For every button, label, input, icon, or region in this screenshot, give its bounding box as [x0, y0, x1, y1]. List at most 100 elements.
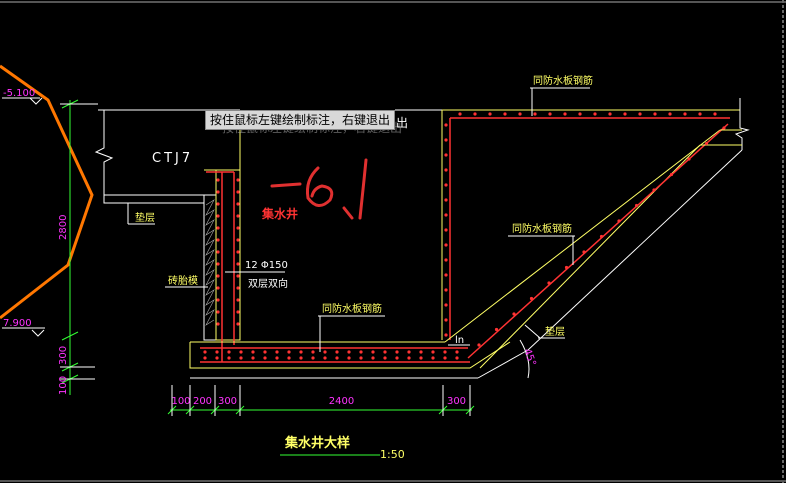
- rebar-dot: [444, 288, 448, 292]
- rebar-dot: [518, 112, 522, 116]
- rebar-dot: [443, 356, 447, 360]
- rebar-dot: [578, 112, 582, 116]
- rebar-dot: [477, 343, 481, 347]
- rebar-dot: [444, 243, 448, 247]
- rebar-dot: [359, 356, 363, 360]
- rebar-dot: [263, 356, 267, 360]
- dianceng-right-label: 垫层: [545, 325, 565, 338]
- rebar-dot: [653, 112, 657, 116]
- rebar-dot: [287, 350, 291, 354]
- slope-rebar: [467, 123, 729, 359]
- rebar-dot: [444, 198, 448, 202]
- rebar-dot: [335, 350, 339, 354]
- pit-name-label: 集水井: [261, 206, 298, 221]
- rebar-dot: [275, 356, 279, 360]
- rebar-dot: [617, 219, 621, 223]
- rebar-dot: [548, 112, 552, 116]
- rebar-dot: [599, 234, 604, 239]
- rebar-dot: [431, 350, 435, 354]
- concrete-wall-left: [215, 169, 241, 341]
- handwritten-annotation: [270, 158, 368, 220]
- rebar-dot: [216, 202, 220, 206]
- rebar-dot: [236, 322, 240, 326]
- rebar-dot: [582, 250, 586, 254]
- rebar-dot: [239, 350, 243, 354]
- dianceng-right-leader-v: [524, 324, 541, 339]
- ln-label: ln: [455, 335, 464, 346]
- rebar-dot: [263, 350, 267, 354]
- rebar-dot: [419, 356, 423, 360]
- rebar-dot: [215, 350, 219, 354]
- bottom-dim-value: 300: [218, 396, 237, 407]
- rebar-dot: [227, 350, 231, 354]
- bottom-dim-value: 2400: [329, 396, 354, 407]
- rebar-dot: [529, 296, 534, 301]
- rebar-dot: [347, 350, 351, 354]
- rebar-dot: [236, 298, 240, 302]
- rebar-dot: [698, 112, 702, 116]
- rebar-dot: [203, 356, 207, 360]
- vertical-dim-100: 100: [58, 376, 69, 395]
- fangshui-bottom-label: 同防水板钢筋: [322, 302, 382, 315]
- rebar-dot: [216, 250, 220, 254]
- rebar-dot: [407, 350, 411, 354]
- level-top-text: -5.100: [3, 88, 35, 99]
- rebar-dot: [669, 172, 674, 177]
- rebar-dot: [216, 322, 220, 326]
- rebar-dot: [236, 214, 240, 218]
- rebar-dot: [444, 303, 448, 307]
- ctj7-beam: [103, 194, 205, 204]
- rebar-dot: [488, 112, 492, 116]
- rebar-dot: [704, 141, 709, 146]
- rebar-dot: [395, 350, 399, 354]
- rebar-dot: [419, 350, 423, 354]
- rebar-dot: [251, 356, 255, 360]
- rebar-dot: [216, 178, 220, 182]
- rebar-dot: [683, 112, 687, 116]
- rebar-dot: [444, 138, 448, 142]
- rebar-dot: [444, 153, 448, 157]
- rebar-dot: [494, 327, 499, 332]
- rebar-dot: [444, 258, 448, 262]
- ground-line-left: [94, 109, 114, 195]
- dianceng-left-label: 垫层: [135, 211, 155, 224]
- rebar-dot: [687, 157, 691, 161]
- cushion-layer-right: [477, 349, 529, 379]
- rebar-dot: [323, 356, 327, 360]
- rebar-dir-label: 双层双向: [248, 277, 288, 290]
- rebar-dot: [236, 310, 240, 314]
- rebar-dot: [236, 226, 240, 230]
- orange-profile-line: [0, 64, 94, 320]
- rebar-spec-label: 12 Φ150: [245, 260, 288, 271]
- rebar-dot: [547, 281, 551, 285]
- rebar-dot: [533, 112, 537, 116]
- bottom-dim-extensions: [171, 385, 471, 416]
- rebar-dot: [216, 226, 220, 230]
- rebar-dot: [216, 310, 220, 314]
- rebar-dot: [623, 112, 627, 116]
- rebar-dot: [455, 356, 459, 360]
- rebar-dot: [444, 273, 448, 277]
- rebar-dot: [407, 356, 411, 360]
- rebar-dot: [383, 356, 387, 360]
- rebar-dot: [216, 238, 220, 242]
- rebar-dot: [216, 274, 220, 278]
- rebar-dot: [216, 190, 220, 194]
- bottom-slab-outline: [189, 341, 511, 369]
- rebar-dot: [395, 356, 399, 360]
- rebar-dot: [215, 356, 219, 360]
- rebar-dot: [431, 356, 435, 360]
- level-bottom-text: 7.900: [3, 318, 32, 329]
- rebar-dot: [236, 250, 240, 254]
- rebar-dot: [236, 202, 240, 206]
- brick-hatch: [205, 199, 215, 326]
- rebar-dot: [239, 356, 243, 360]
- rebar-dot: [371, 356, 375, 360]
- right-edge-break: [734, 98, 750, 150]
- rebar-dot: [287, 356, 291, 360]
- rebar-dot: [473, 112, 477, 116]
- fangshui-slope-label: 同防水板钢筋: [512, 222, 572, 235]
- angle-label: 45°: [521, 347, 537, 367]
